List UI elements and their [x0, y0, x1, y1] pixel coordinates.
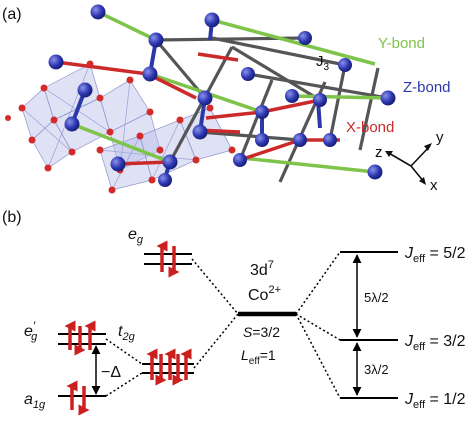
j32-label: Jeff = 3/2	[404, 333, 466, 353]
oxygen-atom	[28, 136, 36, 144]
oxygen-atom	[68, 148, 76, 156]
z-axis-arrow	[386, 151, 412, 167]
cobalt-atom	[338, 58, 352, 72]
oxygen-atom	[96, 94, 104, 102]
cobalt-atom	[90, 4, 106, 20]
j3-label: J3	[316, 53, 330, 73]
y-axis-label: y	[436, 129, 444, 146]
oxygen-atom	[18, 104, 26, 112]
oxygen-atom	[192, 156, 200, 164]
cobalt-atom	[110, 156, 126, 172]
x-bond-label: X-bond	[346, 119, 394, 136]
config-label: 3d7	[250, 259, 274, 279]
cobalt-atom	[293, 133, 307, 147]
cobalt-atom	[158, 173, 172, 187]
cobalt-atom	[204, 12, 220, 28]
oxygen-atom	[228, 146, 236, 154]
l-eff-label: Leff=1	[241, 347, 276, 367]
cobalt-atom	[148, 32, 164, 48]
z-axis-label: z	[375, 144, 383, 161]
spin-arrows	[64, 240, 192, 416]
axes-glyph	[385, 143, 432, 185]
oxygen-atom	[50, 116, 58, 124]
cobalt-atom	[197, 90, 213, 106]
j52-connector	[295, 251, 341, 315]
cobalt-atom	[77, 82, 93, 98]
lower-gap-label: 3λ/2	[364, 362, 389, 377]
cobalt-atoms	[48, 4, 396, 187]
oxygen-atom	[108, 186, 116, 194]
oxygen-atom	[126, 76, 134, 84]
oxygen-atom	[146, 108, 154, 116]
t2g-connector	[193, 313, 239, 369]
oxygen-atom	[44, 164, 52, 172]
t2g-label: t2g	[118, 323, 136, 343]
j12-connector	[295, 313, 341, 399]
cobalt-atom	[64, 116, 80, 132]
cobalt-atom	[241, 67, 255, 81]
oxygen-atom	[148, 176, 156, 184]
oxygen-atom	[5, 115, 11, 121]
oxygen-atom	[206, 104, 214, 112]
oxygen-atom	[40, 84, 48, 92]
right-levels	[340, 251, 398, 399]
spin-label: S=3/2	[243, 324, 280, 340]
eg-connector	[191, 258, 239, 315]
cobalt-atom	[192, 124, 208, 140]
cobalt-atom	[285, 89, 299, 103]
panel-b-label: (b)	[2, 209, 22, 226]
x-arrowhead	[419, 177, 426, 185]
y-bond-label: Y-bond	[378, 35, 425, 52]
x-axis-label: x	[430, 177, 438, 194]
cobalt-atom	[367, 164, 383, 180]
j12-label: Jeff = 1/2	[404, 391, 466, 411]
j3-bonds	[154, 36, 389, 183]
j52-label: Jeff = 5/2	[404, 245, 466, 265]
oxygen-atom	[96, 146, 104, 154]
gap-arrows	[91, 254, 362, 396]
cobalt-atom	[233, 153, 247, 167]
eg-prime-label: e′g	[24, 319, 38, 343]
eg-label: eg	[128, 226, 144, 246]
eg-prime-connector	[105, 338, 143, 365]
cobalt-atom	[380, 90, 396, 106]
y-arrowhead	[424, 143, 432, 151]
cobalt-atom	[298, 31, 312, 45]
cobalt-atom	[48, 54, 64, 70]
left-levels	[58, 253, 194, 397]
ion-label: Co2+	[248, 284, 281, 304]
cobalt-atom	[255, 133, 269, 147]
cobalt-atom	[142, 66, 158, 82]
oxygen-atom	[106, 128, 114, 136]
cobalt-atom	[323, 133, 337, 147]
upper-gap-label: 5λ/2	[364, 290, 389, 305]
oxygen-atom	[86, 60, 94, 68]
a1g-label: a1g	[24, 391, 46, 411]
oxygen-atom	[176, 116, 184, 124]
dotted-connectors	[105, 251, 341, 399]
cobalt-atom	[162, 154, 178, 170]
oxygen-atom	[136, 132, 144, 140]
z-bond-label: Z-bond	[403, 79, 451, 96]
oxygen-atom	[156, 146, 164, 154]
panel-a-label: (a)	[2, 6, 22, 23]
cobalt-atom	[255, 105, 269, 119]
z-arrowhead	[385, 151, 393, 157]
cobalt-atom	[313, 93, 327, 107]
delta-label: −Δ	[101, 364, 121, 381]
